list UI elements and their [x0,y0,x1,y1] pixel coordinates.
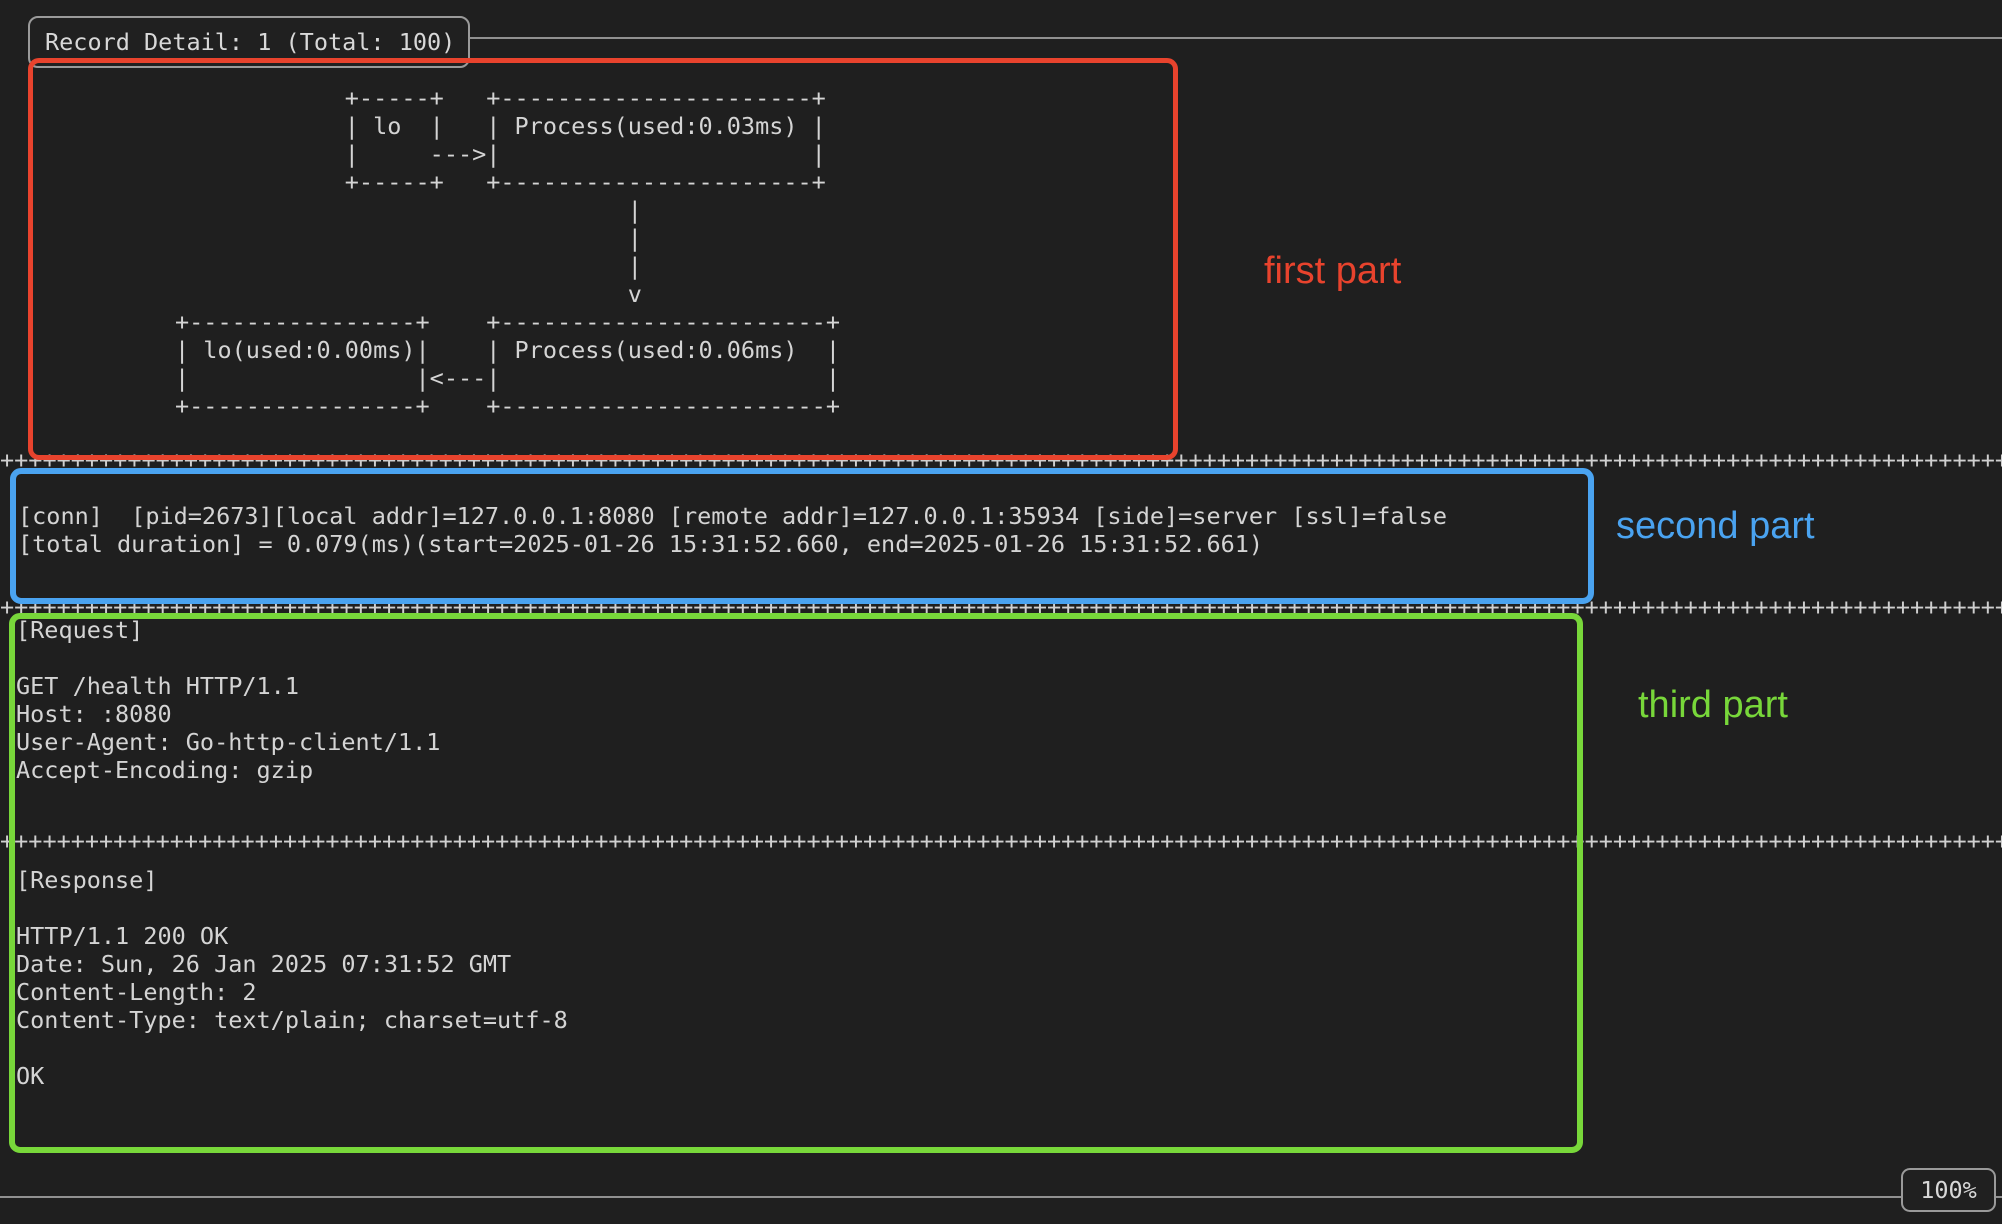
bottom-panel-border-line [0,1196,2002,1198]
packet-flow-diagram: +-----+ +----------------------+ | lo | … [175,84,840,420]
http-response-block: [Response] HTTP/1.1 200 OK Date: Sun, 26… [16,866,568,1090]
connection-summary: [conn] [pid=2673][local addr]=127.0.0.1:… [18,502,1447,558]
title-box: Record Detail: 1 (Total: 100) [28,16,470,68]
third-part-label: third part [1638,684,1788,726]
scroll-percent-indicator: 100% [1901,1168,1996,1212]
page-title: Record Detail: 1 (Total: 100) [45,28,456,56]
plus-separator-row: ++++++++++++++++++++++++++++++++++++++++… [0,827,2002,855]
http-request-block: [Request] GET /health HTTP/1.1 Host: :80… [16,616,441,784]
scroll-percent-value: 100% [1920,1176,1977,1204]
first-part-label: first part [1264,250,1402,292]
plus-separator-row: ++++++++++++++++++++++++++++++++++++++++… [0,446,2002,474]
top-panel-border-line [455,37,2002,39]
second-part-label: second part [1616,505,1815,547]
